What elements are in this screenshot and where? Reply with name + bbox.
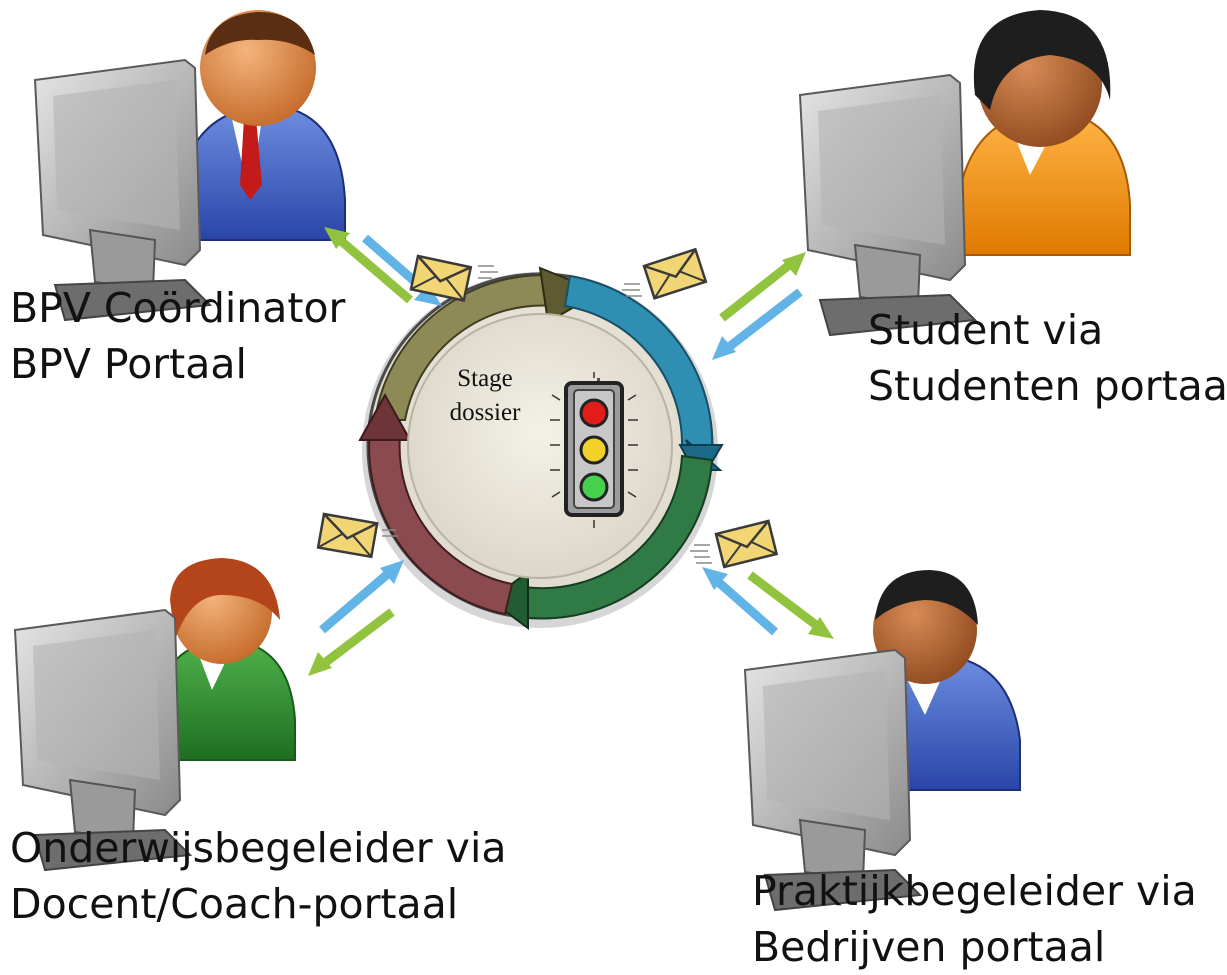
user-at-computer-icon xyxy=(744,570,1021,911)
docent-portal: Docent/Coach-portaal xyxy=(10,880,459,928)
envelope-icon xyxy=(622,247,708,300)
envelope-icon xyxy=(316,512,398,559)
docent-label: Onderwijsbegeleider via Docent/Coach-por… xyxy=(10,820,506,932)
student-role: Student via xyxy=(868,306,1104,354)
coordinator-label: BPV Coördinator BPV Portaal xyxy=(10,280,345,392)
envelope-icon xyxy=(409,254,498,302)
student-portal: Studenten portaal xyxy=(868,362,1227,410)
student-label: Student via Studenten portaal xyxy=(868,302,1227,414)
center-dossier-label: Stage dossier xyxy=(430,362,540,430)
envelope-icon xyxy=(690,519,779,569)
docent-role: Onderwijsbegeleider via xyxy=(10,824,507,872)
praktijk-label: Praktijkbegeleider via Bedrijven portaal xyxy=(752,863,1197,975)
coordinator-portal: BPV Portaal xyxy=(10,340,247,388)
center-line-1: Stage xyxy=(457,365,513,392)
cycle-arrows-icon xyxy=(358,266,724,630)
center-line-2: dossier xyxy=(449,399,521,426)
user-at-computer-icon xyxy=(34,10,346,321)
traffic-light-icon xyxy=(550,372,638,528)
user-at-computer-icon xyxy=(799,10,1131,336)
user-at-computer-icon xyxy=(14,558,296,871)
praktijk-role: Praktijkbegeleider via xyxy=(752,867,1197,915)
praktijk-portal: Bedrijven portaal xyxy=(752,923,1106,971)
coordinator-role: BPV Coördinator xyxy=(10,284,346,332)
